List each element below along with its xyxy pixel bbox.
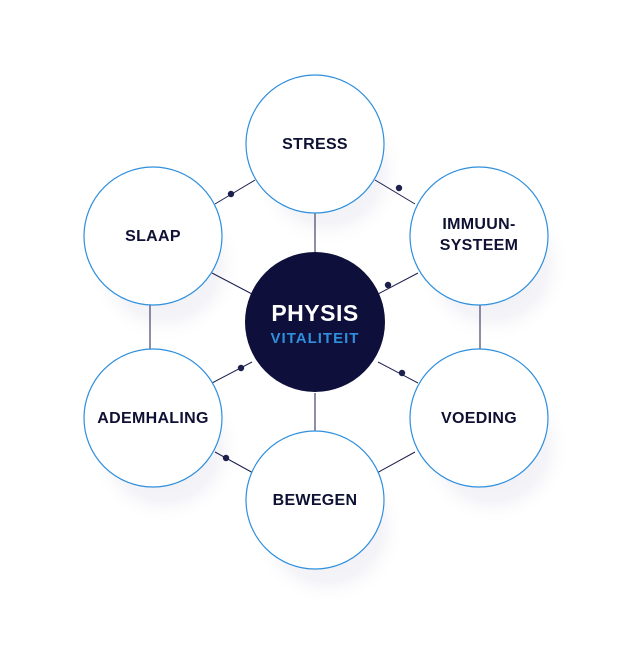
dot-voeding-center	[398, 369, 406, 377]
center-subtitle: VITALITEIT	[270, 330, 360, 347]
connector-ademhaling-center	[211, 361, 253, 384]
node-bewegen[interactable]	[245, 430, 385, 570]
node-slaap[interactable]	[83, 166, 223, 306]
node-voeding[interactable]	[409, 348, 549, 488]
node-ademhaling[interactable]	[83, 348, 223, 488]
connector-lines	[149, 179, 481, 475]
dot-immuun-center	[384, 281, 392, 289]
connector-ademhaling-bewegen	[214, 451, 256, 475]
center-circle[interactable]	[245, 252, 385, 392]
dot-ademhaling-bewegen	[222, 454, 230, 462]
node-stress[interactable]	[245, 74, 385, 214]
label-slaap: SLAAP	[125, 228, 181, 245]
connector-voeding-center	[377, 361, 419, 384]
dot-slaap-stress	[227, 190, 235, 198]
connector-stress-immuun	[374, 179, 416, 205]
dot-ademhaling-center	[237, 364, 245, 372]
connector-bewegen-voeding	[374, 451, 416, 475]
label-ademhaling: ADEMHALING	[97, 410, 209, 427]
connector-dots	[222, 184, 406, 462]
label-stress: STRESS	[282, 136, 348, 153]
node-circles	[83, 74, 549, 570]
dot-stress-immuun	[395, 184, 403, 192]
node-immuunsysteem[interactable]	[409, 166, 549, 306]
center-title: PHYSIS	[271, 300, 359, 326]
connector-slaap-stress	[214, 179, 256, 205]
label-immuunsysteem: IMMUUN- SYSTEEM	[439, 216, 519, 254]
connector-immuun-center	[377, 272, 419, 295]
label-voeding: VOEDING	[441, 410, 517, 427]
connector-slaap-center	[211, 272, 253, 295]
label-bewegen: BEWEGEN	[272, 492, 358, 509]
